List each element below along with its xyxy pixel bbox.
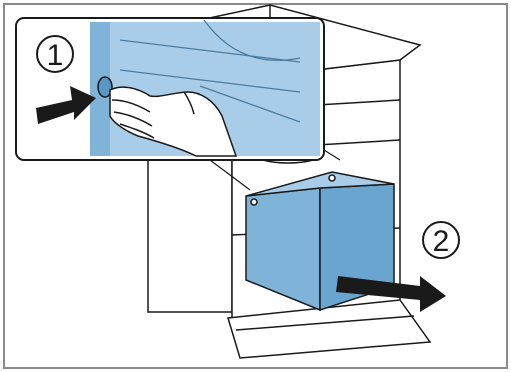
step-2-marker: 2 (423, 222, 459, 258)
bin-hole (329, 175, 335, 181)
step-1-marker: 1 (37, 36, 73, 72)
step-2-number: 2 (433, 225, 450, 258)
bin-hole (251, 199, 257, 205)
cabinet-side-panel (148, 150, 232, 312)
step-1-number: 1 (47, 39, 64, 72)
